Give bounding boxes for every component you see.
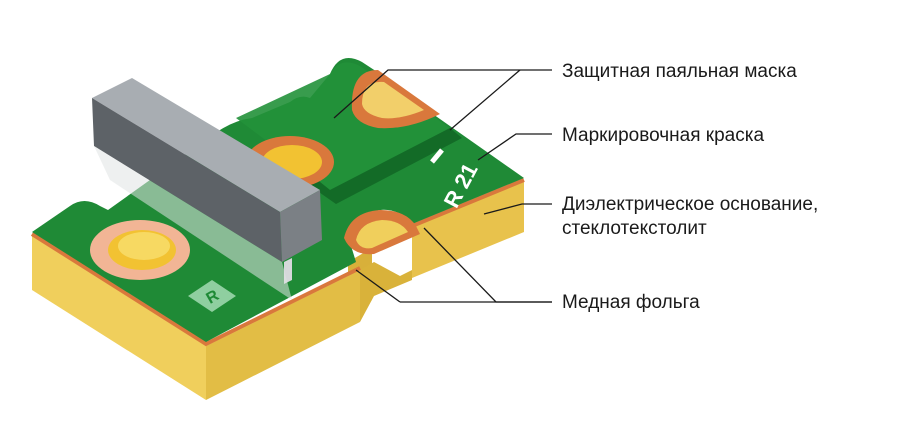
component-shadow [94, 146, 292, 300]
dielectric-notch-face [360, 262, 412, 322]
label-dielectric-line2: стеклотекстолит [562, 218, 707, 239]
solder-mask-edge-shadow [296, 128, 462, 204]
copper-edge-right [411, 178, 525, 228]
pad-left-hole-inner [118, 232, 170, 260]
label-copper-foil: Медная фольга [562, 292, 700, 313]
label-dielectric-line1: Диэлектрическое основание, [562, 194, 819, 215]
diamond-marking [188, 280, 236, 312]
label-dielectric: Диэлектрическое основание, стеклотекстол… [562, 193, 818, 241]
leader-dielectric [483, 203, 552, 215]
cutout-top-hole [362, 81, 424, 119]
component-end-face [280, 190, 322, 262]
silkscreen-bar [430, 148, 444, 164]
component-front-face [92, 98, 282, 262]
leader-solder-mask [333, 69, 552, 119]
component-top-face [92, 78, 320, 212]
leader-copper-1 [355, 269, 401, 303]
label-solder-mask: Защитная паяльная маска [562, 61, 797, 82]
dielectric-front-face-right [206, 270, 360, 400]
dielectric-front-face-left [32, 236, 206, 400]
copper-edge-left [30, 232, 361, 347]
dielectric-right-face [412, 182, 524, 278]
cutout-front-hole [356, 220, 408, 249]
leader-marking-ink [477, 133, 552, 161]
leader-solder-mask-2 [449, 69, 521, 131]
label-marking-ink: Маркировочная краска [562, 125, 765, 146]
